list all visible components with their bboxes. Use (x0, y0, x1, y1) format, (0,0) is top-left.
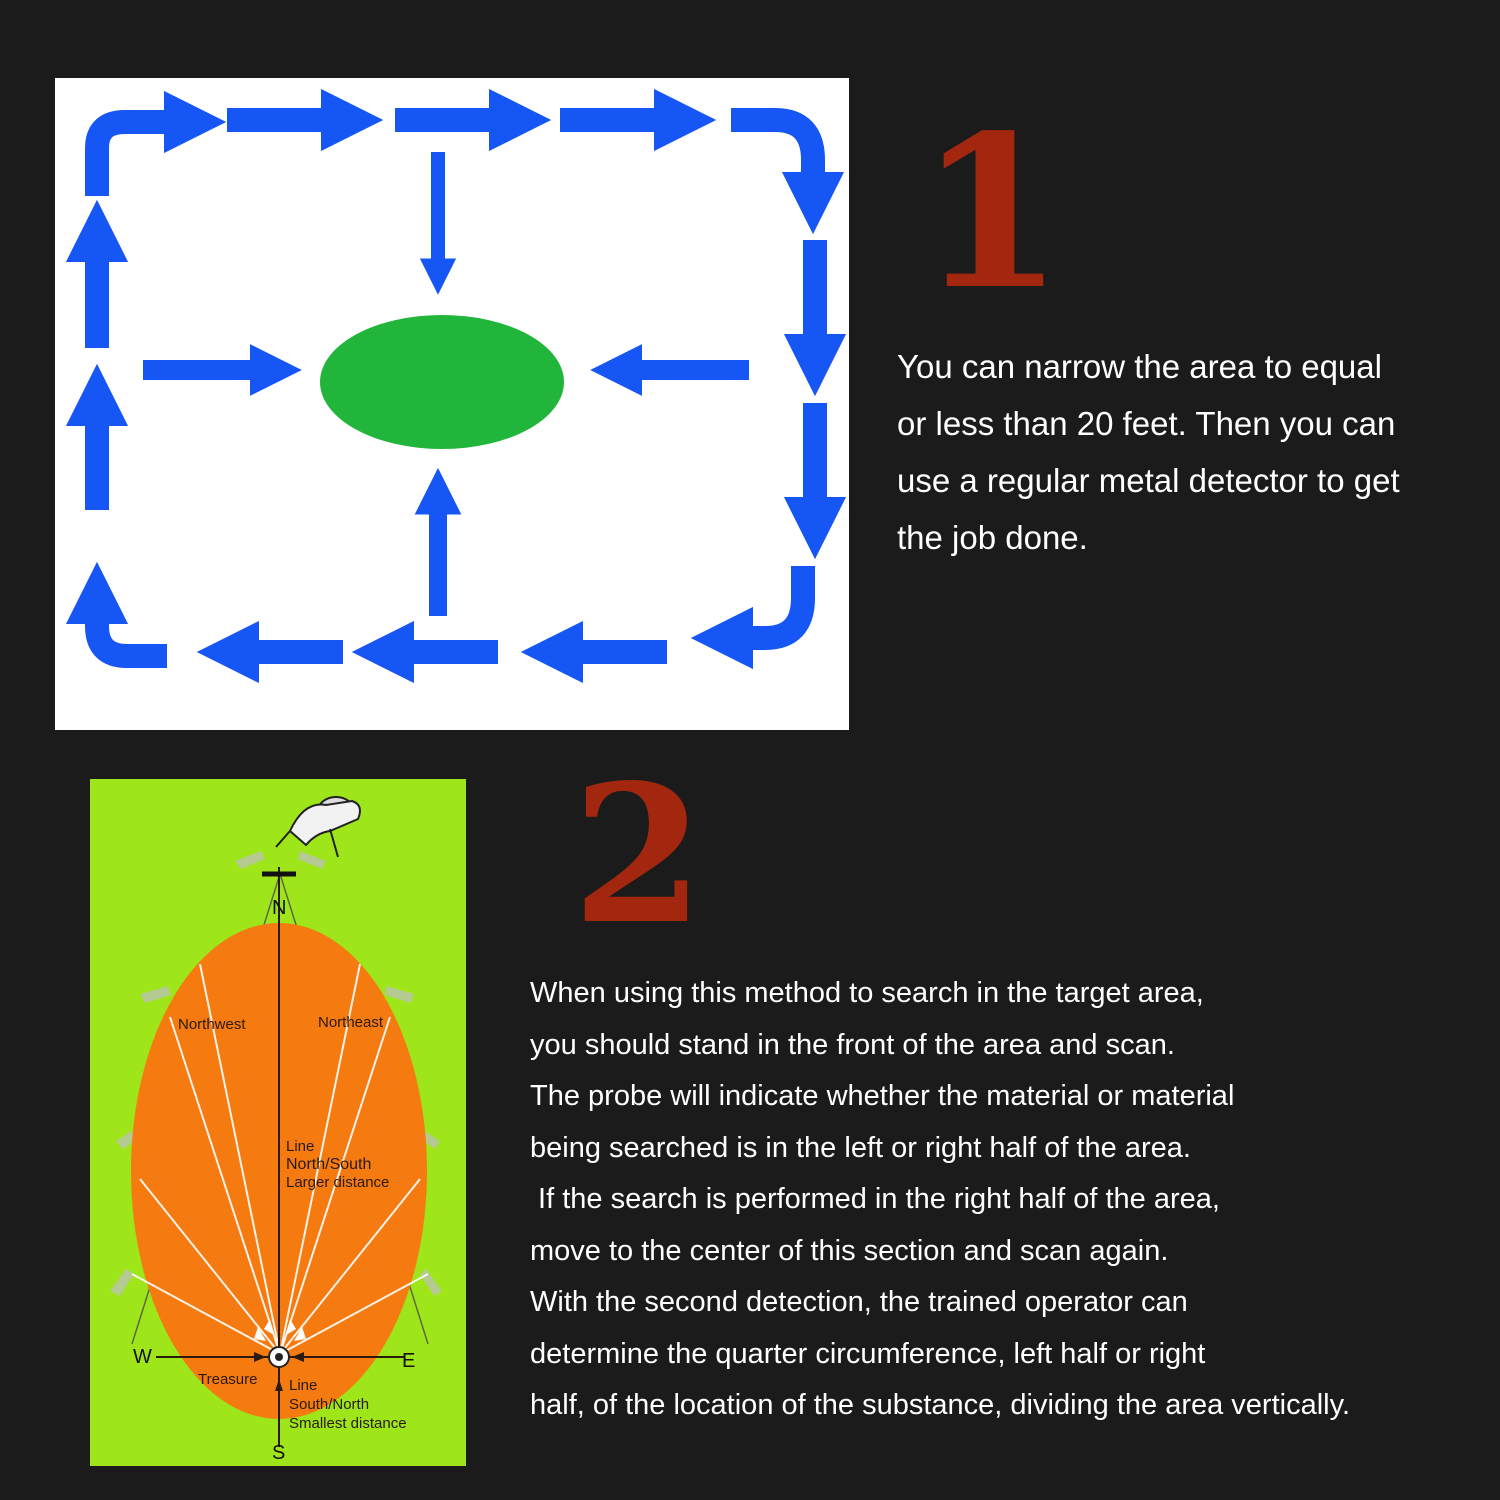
arrow-curve-bottom-left (65, 561, 167, 668)
step-1-line: the job done. (897, 519, 1088, 556)
west-label: W (133, 1346, 152, 1368)
step-2-line: If the search is performed in the right … (530, 1183, 1220, 1215)
line-north-south-label-1: Line (286, 1138, 314, 1155)
probe-ghost-icon (420, 1269, 442, 1296)
compass-search-svg: N S W E Northwest Northeast Treasure Lin… (110, 796, 442, 1464)
probe-ghost-icon (235, 851, 265, 869)
step-2-line: determine the quarter circumference, lef… (530, 1337, 1206, 1370)
step-2-line: The probe will indicate whether the mate… (530, 1080, 1235, 1112)
probe-ghost-icon (298, 851, 326, 869)
step-1-line: or less than 20 feet. Then you can (897, 405, 1396, 442)
east-label: E (402, 1350, 415, 1372)
northwest-label: Northwest (178, 1016, 246, 1033)
step-1-number: 1 (918, 89, 1065, 336)
line-south-north-label-1: Line (289, 1377, 317, 1394)
step-2-line: half, of the location of the substance, … (530, 1389, 1351, 1421)
north-label: N (272, 897, 286, 919)
line-south-north-label-3: Smallest distance (289, 1415, 407, 1432)
step-2-line: move to the center of this section and s… (530, 1234, 1169, 1267)
step-2-line: being searched is in the left or right h… (530, 1131, 1191, 1164)
line-south-north-label-2: South/North (289, 1396, 369, 1413)
target-area-ellipse (320, 315, 564, 449)
step-1-line: use a regular metal detector to get (897, 462, 1400, 499)
step-1-description: You can narrow the area to equal or less… (897, 338, 1477, 566)
operator-icon (275, 796, 361, 858)
treasure-label: Treasure (198, 1371, 257, 1388)
south-label: S (272, 1442, 285, 1464)
step-2-number: 2 (572, 743, 705, 966)
arrow-curve-top-right (731, 108, 845, 235)
search-pattern-diagram (55, 78, 849, 730)
arrow-curve-bottom-right (690, 566, 815, 670)
line-north-south-label-3: Larger distance (286, 1174, 389, 1191)
northeast-label: Northeast (318, 1014, 384, 1031)
step-2-line: you should stand in the front of the are… (530, 1028, 1175, 1061)
compass-search-diagram: N S W E Northwest Northeast Treasure Lin… (90, 779, 466, 1466)
step-2-line: When using this method to search in the … (530, 977, 1204, 1009)
probe-ghost-icon (140, 986, 171, 1003)
step-2-description: When using this method to search in the … (530, 968, 1490, 1432)
probe-ghost-icon (110, 1269, 134, 1296)
arrow-curve-top-left (85, 90, 227, 196)
step-2-line: With the second detection, the trained o… (530, 1286, 1188, 1318)
step-1-line: You can narrow the area to equal (897, 348, 1382, 385)
line-north-south-label-2: North/South (286, 1156, 371, 1173)
search-pattern-svg (65, 88, 847, 684)
probe-ghost-icon (385, 986, 414, 1003)
